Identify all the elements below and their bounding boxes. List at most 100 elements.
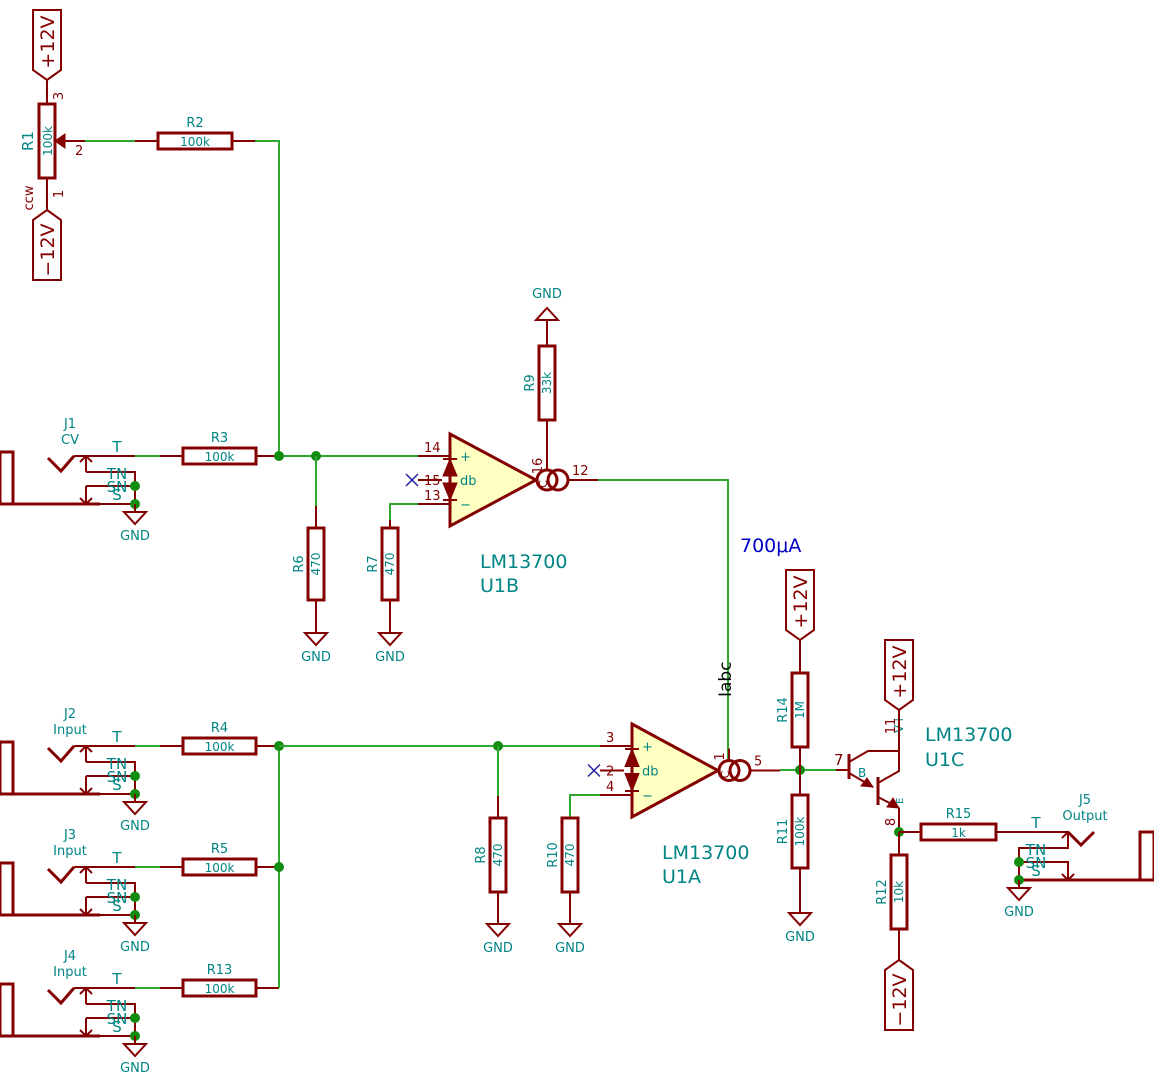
jack-tn-line bbox=[86, 471, 136, 504]
plus-sign: + bbox=[642, 740, 653, 755]
power-flag-icon bbox=[32, 208, 62, 281]
diode-icon bbox=[624, 747, 640, 767]
resistor-value: 100k bbox=[41, 126, 55, 156]
jack-tip bbox=[46, 866, 76, 885]
resistor-body bbox=[181, 446, 258, 466]
resistor-value: 470 bbox=[309, 553, 323, 576]
resistor-ref: R6 bbox=[292, 555, 307, 572]
resistor-value: 1M bbox=[793, 701, 807, 719]
gnd-label: GND bbox=[555, 941, 585, 956]
pin-sn-label: SN bbox=[107, 1010, 128, 1028]
pin-number: 11 bbox=[884, 718, 899, 735]
resistor-value: 10k bbox=[892, 881, 906, 903]
junction-dot bbox=[1014, 857, 1024, 867]
gnd-symbol: GND bbox=[120, 1036, 150, 1076]
part-ref: U1C bbox=[925, 749, 964, 771]
b-label: B bbox=[858, 766, 866, 780]
power-flag-icon bbox=[32, 9, 62, 82]
jack-tn-arrow bbox=[1061, 830, 1075, 839]
gnd-symbol: GND bbox=[120, 915, 150, 955]
gnd-label: GND bbox=[1004, 905, 1034, 920]
part-name: LM13700 bbox=[925, 724, 1012, 746]
pin-s-label: S bbox=[112, 486, 122, 504]
jack-tip bbox=[1066, 830, 1096, 848]
emitter-arrow-icon bbox=[886, 797, 900, 809]
jack-tn-line bbox=[86, 1003, 136, 1036]
resistor-body bbox=[919, 822, 998, 842]
resistor-ref: R3 bbox=[211, 431, 228, 446]
pin-t-label: T bbox=[111, 849, 122, 867]
diode-icon bbox=[624, 773, 640, 793]
power-flag-p12: +12V bbox=[884, 639, 914, 712]
ground-icon bbox=[302, 632, 330, 647]
pin-t-label: T bbox=[111, 438, 122, 456]
power-label: +12V bbox=[889, 645, 911, 698]
resistor-body bbox=[380, 526, 400, 602]
pin-tn-label: TN bbox=[106, 997, 127, 1015]
resistor-value: 470 bbox=[383, 553, 397, 576]
pin-number: 3 bbox=[52, 92, 67, 100]
abc-c-label: C bbox=[719, 770, 732, 778]
jack-tn-arrow bbox=[79, 454, 93, 463]
resistor-value: 33k bbox=[540, 372, 554, 394]
e-label: E bbox=[895, 798, 906, 804]
resistor-ref: R12 bbox=[875, 879, 890, 905]
wire bbox=[598, 479, 729, 760]
pin-tn-label: TN bbox=[106, 465, 127, 483]
junction-dot bbox=[130, 892, 140, 902]
pin-number: 3 bbox=[606, 731, 614, 746]
power-flag-p12: +12V bbox=[32, 9, 62, 82]
resistor-body bbox=[488, 816, 508, 894]
resistor-ref: R14 bbox=[776, 697, 791, 723]
resistor-ref: R5 bbox=[211, 842, 228, 857]
minus-sign: − bbox=[642, 789, 653, 804]
emitter-arrow-icon bbox=[860, 777, 874, 788]
jack-tn-arrow bbox=[79, 744, 93, 753]
jack-sn-arrow bbox=[79, 497, 93, 506]
resistor-ref: R7 bbox=[366, 555, 381, 572]
plus-sign: + bbox=[460, 450, 471, 465]
part-name: LM13700 bbox=[480, 551, 567, 573]
power-label: −12V bbox=[889, 973, 911, 1026]
jack-ref: J1 bbox=[63, 417, 76, 432]
pin-tn-label: TN bbox=[1025, 841, 1046, 859]
pin-number: 15 bbox=[424, 474, 441, 489]
ground-icon bbox=[121, 922, 149, 937]
resistor-value: 100k bbox=[180, 135, 210, 149]
pin-sn-label: SN bbox=[107, 768, 128, 786]
pin-number: 12 bbox=[572, 464, 589, 479]
gnd-label: GND bbox=[120, 1061, 150, 1076]
jack-tip bbox=[46, 455, 76, 474]
diode-icon bbox=[442, 457, 458, 477]
pin-t-label: T bbox=[1030, 814, 1041, 832]
collector bbox=[848, 750, 899, 763]
resistor-ref: R10 bbox=[546, 842, 561, 868]
part-name: LM13700 bbox=[662, 842, 749, 864]
resistor-body bbox=[790, 793, 810, 870]
power-label: −12V bbox=[37, 223, 59, 276]
jack-tip bbox=[46, 745, 76, 764]
gnd-symbol: GND bbox=[483, 916, 513, 956]
pin-t-label: T bbox=[111, 728, 122, 746]
pin-sn-label: SN bbox=[1026, 854, 1047, 872]
power-flag-n12: −12V bbox=[884, 958, 914, 1031]
pin-number: 4 bbox=[606, 780, 614, 795]
db-label: db bbox=[460, 474, 477, 489]
ground-icon bbox=[121, 1043, 149, 1058]
pin-s-label: S bbox=[112, 776, 122, 794]
jack-sn-arrow bbox=[79, 1029, 93, 1038]
jack-value: Input bbox=[53, 844, 87, 859]
resistor-ref: R2 bbox=[186, 116, 203, 131]
